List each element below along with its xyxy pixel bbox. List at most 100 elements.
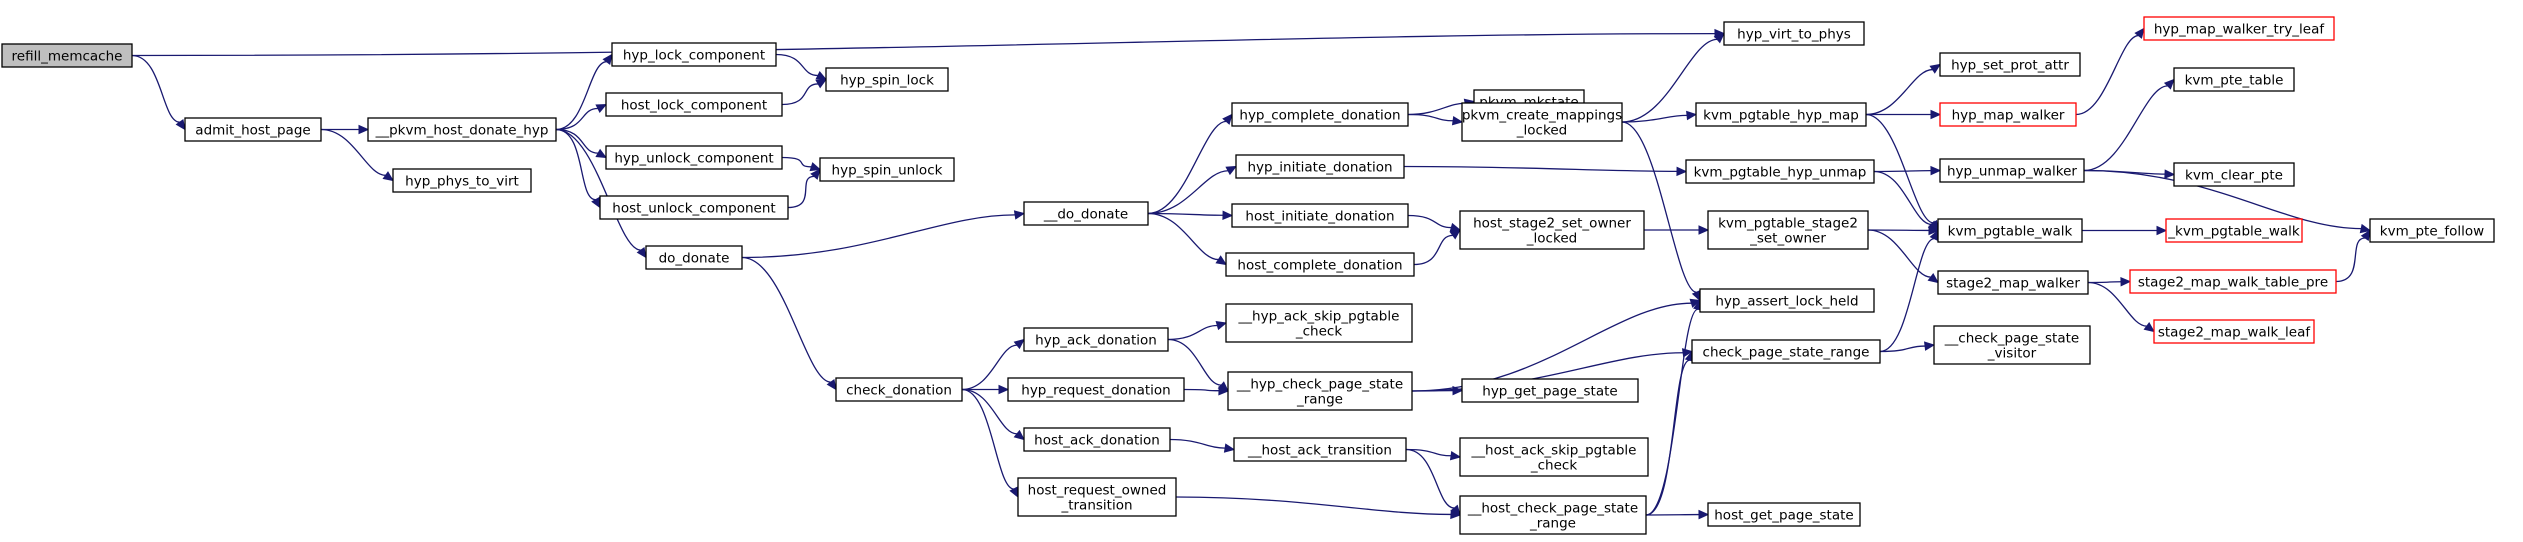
node-hyp-set-prot-attr[interactable]: hyp_set_prot_attr: [1939, 52, 2081, 77]
arrowhead-icon: [1928, 225, 1940, 236]
node-do-donate2[interactable]: __do_donate: [1023, 201, 1149, 226]
node-hyp-initiate-donation[interactable]: hyp_initiate_donation: [1235, 154, 1405, 179]
edge-line: [1865, 68, 1933, 116]
node-pkvm-create-mappings-locked[interactable]: pkvm_create_mappings_locked: [1461, 102, 1623, 142]
edge-line: [781, 83, 819, 106]
node-kvm-pgtable-hyp-map[interactable]: kvm_pgtable_hyp_map: [1695, 102, 1867, 127]
edge-host-check-page-state-range-to-host-get-page-state: [1645, 509, 1710, 520]
node-label: _locked: [1526, 231, 1577, 247]
arrowhead-icon: [826, 378, 837, 391]
node-kvm-pgtable-hyp-unmap[interactable]: kvm_pgtable_hyp_unmap: [1685, 159, 1875, 184]
node-refill-memcache[interactable]: refill_memcache: [1, 43, 133, 68]
node-host-check-page-state-range[interactable]: __host_check_page_state_range: [1459, 495, 1647, 535]
edge-host-check-page-state-range-to-check-page-state-range: [1645, 350, 1695, 516]
node-hyp-get-page-state[interactable]: hyp_get_page_state: [1461, 378, 1639, 403]
node-hyp-phys-to-virt[interactable]: hyp_phys_to_virt: [392, 168, 532, 193]
node-hyp-lock-component[interactable]: hyp_lock_component: [611, 42, 777, 67]
node-hyp-ack-skip-pgtable-check[interactable]: __hyp_ack_skip_pgtable_check: [1225, 303, 1413, 343]
node-hyp-assert-lock-held[interactable]: hyp_assert_lock_held: [1699, 288, 1875, 313]
node-hyp-check-page-state-range[interactable]: __hyp_check_page_state_range: [1227, 371, 1413, 411]
arrowhead-icon: [810, 168, 821, 180]
node-host-unlock-component[interactable]: host_unlock_component: [599, 195, 789, 220]
arrowhead-icon: [1929, 63, 1942, 74]
node-label: host_get_page_state: [1714, 508, 1853, 524]
edge-kvm-pgtable-stage2-set-owner-to-kvm-pgtable-walk: [1867, 225, 1940, 236]
node-label: hyp_unlock_component: [614, 151, 773, 167]
arrowhead-icon: [1676, 166, 1688, 177]
node-box: [1017, 477, 1177, 517]
node-box: [1023, 327, 1169, 352]
edge-do-donate2-to-hyp-initiate-donation: [1147, 165, 1238, 215]
node-hyp-ack-donation[interactable]: hyp_ack_donation: [1023, 327, 1169, 352]
node-kvm-pgtable-walk-inner[interactable]: _kvm_pgtable_walk: [2165, 218, 2303, 243]
node-box: [1695, 102, 1867, 127]
node-stage2-map-walker[interactable]: stage2_map_walker: [1937, 270, 2089, 295]
node-hyp-map-walker[interactable]: hyp_map_walker: [1939, 102, 2077, 127]
node-label: __check_page_state: [1944, 331, 2079, 347]
edge-line: [2075, 34, 2139, 116]
node-hyp-unmap-walker[interactable]: hyp_unmap_walker: [1939, 158, 2085, 183]
node-kvm-pte-follow[interactable]: kvm_pte_follow: [2369, 218, 2495, 243]
node-host-get-page-state[interactable]: host_get_page_state: [1707, 502, 1861, 527]
node-label: do_donate: [659, 251, 730, 267]
node-stage2-map-walk-leaf[interactable]: stage2_map_walk_leaf: [2153, 319, 2315, 344]
node-check-page-state-visitor[interactable]: __check_page_state_visitor: [1933, 325, 2091, 365]
edge-line: [961, 344, 1018, 391]
edge-line: [131, 54, 180, 123]
arrowhead-icon: [1222, 113, 1233, 125]
node-box: [2173, 162, 2295, 187]
node-host-stage2-set-owner-locked[interactable]: host_stage2_set_owner_locked: [1459, 210, 1645, 250]
node-kvm-pgtable-stage2-set-owner[interactable]: kvm_pgtable_stage2_set_owner: [1707, 210, 1869, 250]
arrowhead-icon: [1013, 210, 1026, 220]
node-host-lock-component[interactable]: host_lock_component: [605, 92, 783, 117]
node-hyp-spin-unlock[interactable]: hyp_spin_unlock: [819, 157, 955, 182]
node-label: hyp_complete_donation: [1239, 108, 1400, 124]
node-host-ack-transition[interactable]: __host_ack_transition: [1233, 437, 1407, 462]
node-box: [184, 117, 322, 142]
node-hyp-complete-donation[interactable]: hyp_complete_donation: [1231, 102, 1409, 127]
node-kvm-pgtable-walk[interactable]: kvm_pgtable_walk: [1937, 218, 2083, 243]
arrowhead-icon: [1215, 255, 1228, 266]
arrowhead-icon: [1691, 289, 1701, 302]
node-hyp-spin-lock[interactable]: hyp_spin_lock: [825, 67, 949, 92]
arrowhead-icon: [595, 148, 608, 159]
arrowhead-icon: [1452, 385, 1464, 396]
node-check-donation[interactable]: check_donation: [835, 377, 963, 402]
node-kvm-clear-pte[interactable]: kvm_clear_pte: [2173, 162, 2295, 187]
node-label: host_stage2_set_owner: [1473, 216, 1631, 232]
node-label: refill_memcache: [12, 49, 123, 65]
arrowhead-icon: [815, 70, 828, 81]
node-host-ack-skip-pgtable-check[interactable]: __host_ack_skip_pgtable_check: [1459, 437, 1649, 477]
edge-line: [1645, 308, 1699, 516]
node-stage2-map-walk-table-pre[interactable]: stage2_map_walk_table_pre: [2129, 269, 2337, 294]
node-hyp-request-donation[interactable]: hyp_request_donation: [1007, 377, 1185, 402]
node-host-ack-donation[interactable]: host_ack_donation: [1023, 427, 1171, 452]
arrowhead-icon: [1449, 450, 1462, 461]
node-admit-host-page[interactable]: admit_host_page: [184, 117, 322, 142]
edge-check-donation-to-hyp-request-donation: [962, 384, 1010, 395]
node-host-request-owned-transition[interactable]: host_request_owned_transition: [1017, 477, 1177, 517]
node-box: [1225, 303, 1413, 343]
node-label: _kvm_pgtable_walk: [2167, 224, 2300, 240]
node-hyp-map-walker-try-leaf[interactable]: hyp_map_walker_try_leaf: [2143, 16, 2335, 41]
node-label: kvm_pgtable_hyp_unmap: [1694, 165, 1867, 181]
arrowhead-icon: [1225, 165, 1238, 176]
arrowhead-icon: [175, 118, 186, 131]
edge-line: [1147, 170, 1229, 215]
node-hyp-unlock-component[interactable]: hyp_unlock_component: [605, 145, 783, 170]
node-do-donate[interactable]: do_donate: [645, 245, 743, 270]
node-hyp-virt-to-phys[interactable]: hyp_virt_to_phys: [1723, 21, 1865, 46]
node-box: [1939, 52, 2081, 77]
arrowhead-icon: [998, 384, 1010, 395]
node-host-initiate-donation[interactable]: host_initiate_donation: [1231, 203, 1409, 228]
node-kvm-pte-table[interactable]: kvm_pte_table: [2173, 67, 2295, 92]
edge-line: [131, 32, 1716, 57]
node-host-complete-donation[interactable]: host_complete_donation: [1225, 252, 1415, 277]
edge-line: [1411, 302, 1692, 392]
node-label: _check: [1530, 458, 1577, 474]
edge-pkvm-create-mappings-locked-to-kvm-pgtable-hyp-map: [1621, 110, 1698, 123]
node-pkvm-host-donate-hyp[interactable]: __pkvm_host_donate_hyp: [367, 117, 557, 142]
edge-line: [2335, 237, 2366, 283]
node-label: hyp_get_page_state: [1482, 384, 1617, 400]
node-check-page-state-range[interactable]: check_page_state_range: [1691, 339, 1881, 364]
